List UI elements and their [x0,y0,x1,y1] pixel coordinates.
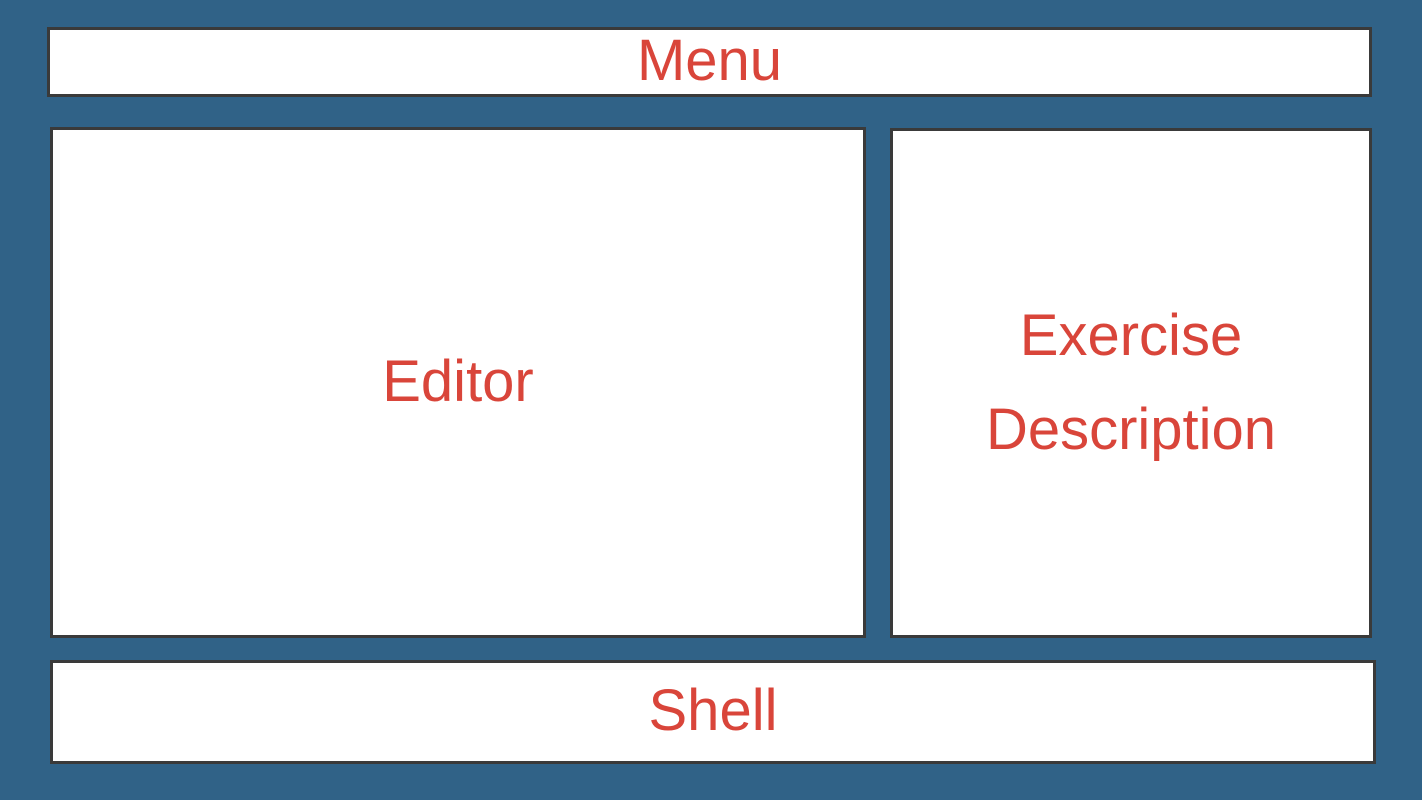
panel-menu-label: Menu [636,27,783,93]
panel-exercise-description[interactable]: Exercise Description [890,128,1372,638]
panel-menu[interactable]: Menu [47,27,1372,97]
panel-editor[interactable]: Editor [50,127,866,638]
panel-shell[interactable]: Shell [50,660,1376,764]
panel-editor-label: Editor [382,349,534,415]
panel-exercise-description-label: Exercise Description [985,303,1277,462]
panel-shell-label: Shell [648,677,778,743]
